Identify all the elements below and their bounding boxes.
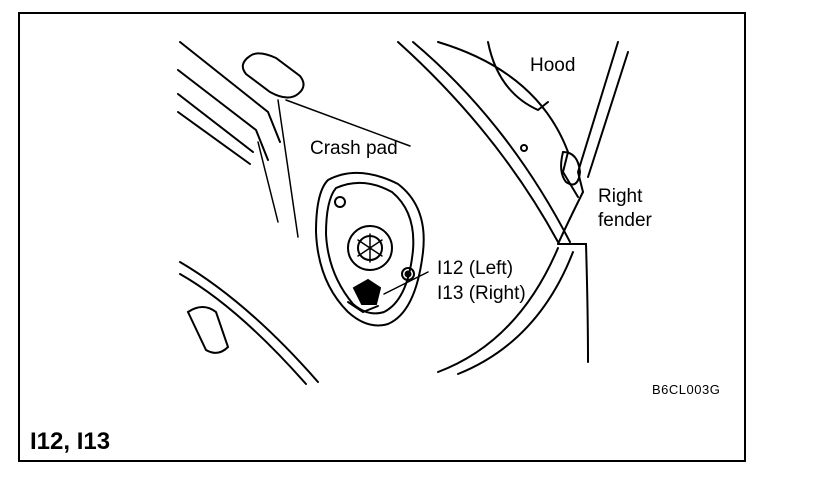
i12-label: I12 (Left)	[437, 258, 514, 279]
sensor-gear	[347, 225, 393, 271]
hood-label: Hood	[530, 55, 576, 76]
figure-code: B6CL003G	[652, 382, 721, 397]
leader-line	[383, 271, 429, 295]
windshield-edge-line	[179, 41, 281, 143]
i13-label: I13 (Right)	[437, 283, 526, 304]
hood-outline	[397, 41, 559, 243]
connector-bolt	[401, 267, 415, 281]
figure-frame	[18, 12, 746, 462]
right-fender-label-line2: fender	[598, 210, 652, 231]
crash-pad-housing	[314, 171, 425, 327]
crash-pad-label: Crash pad	[310, 138, 398, 159]
engine-bay-illustration	[177, 41, 629, 385]
right-fender-label-line1: Right	[598, 186, 643, 207]
cowl-vent-slot	[241, 52, 305, 99]
figure-heading: I12, I13	[30, 428, 111, 455]
i12-i13-connector	[352, 278, 382, 305]
right-fender-outline	[576, 41, 619, 193]
